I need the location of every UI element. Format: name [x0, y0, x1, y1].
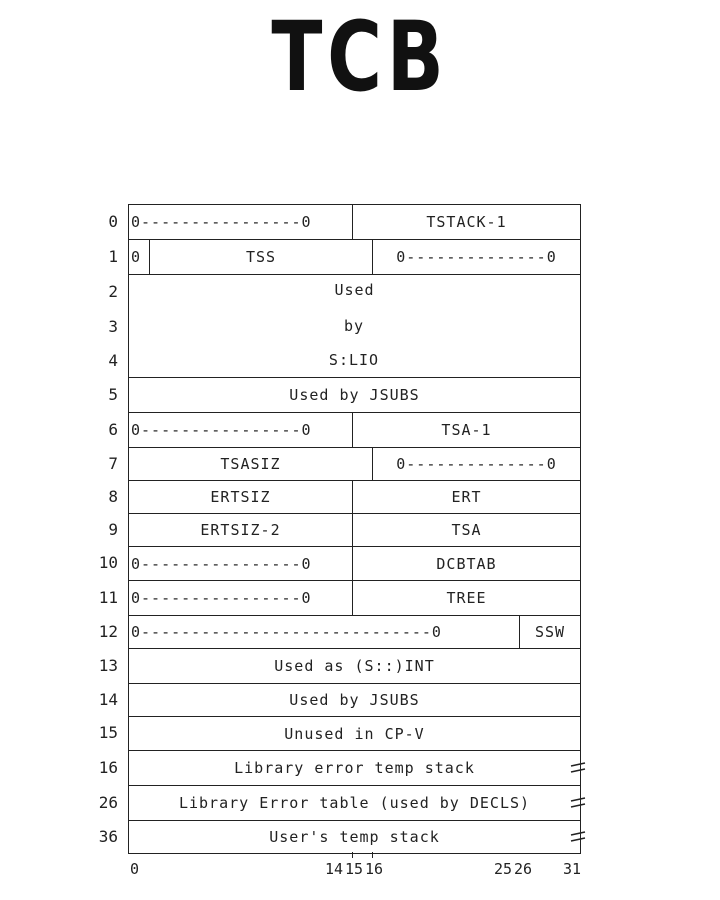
tcb-field: Library Error table (used by DECLS) — [128, 785, 581, 821]
bit-position-label: 31 — [563, 860, 582, 878]
row-number: 0 — [108, 211, 118, 231]
row-number: 3 — [108, 316, 118, 336]
row-number: 36 — [98, 826, 118, 846]
tcb-field: 0 — [128, 239, 150, 275]
tcb-field: Used by JSUBS — [128, 377, 581, 413]
bit-position-label: 16 — [365, 860, 384, 878]
row-number: 2 — [108, 281, 118, 301]
tcb-field: ERTSIZ-2 — [128, 513, 353, 547]
tcb-field: Used as (S::)INT — [128, 648, 581, 684]
bit-position-label: 14 — [325, 860, 344, 878]
tcb-field: ERT — [352, 480, 581, 514]
tcb-field: DCBTAB — [352, 546, 581, 581]
row-number: 11 — [98, 587, 118, 607]
tcb-field: User's temp stack — [128, 820, 581, 854]
tcb-field: Used by JSUBS — [128, 683, 581, 717]
row-number: 9 — [108, 519, 118, 539]
field-label: S:LIO — [328, 350, 380, 369]
row-number: 1 — [108, 246, 118, 266]
bit-tick — [352, 852, 354, 858]
row-number: 10 — [98, 553, 118, 572]
tcb-field: TSTACK-1 — [352, 204, 581, 240]
tcb-field: TSS — [149, 239, 373, 275]
row-number: 13 — [98, 655, 118, 675]
tcb-field: 0--------------0 — [372, 239, 581, 275]
bit-position-label: 0 — [130, 860, 140, 878]
tcb-field: 0--------------0 — [372, 447, 581, 481]
bit-position-label: 15 — [345, 860, 364, 878]
row-number: 4 — [108, 350, 118, 370]
tcb-field: TSA — [352, 513, 581, 547]
row-number: 26 — [98, 792, 118, 812]
tcb-field: 0----------------0 — [128, 580, 353, 616]
break-marker-icon — [570, 830, 586, 842]
row-number: 6 — [108, 419, 118, 439]
tcb-field: 0-----------------------------0 — [128, 615, 520, 649]
row-number: 16 — [98, 757, 118, 777]
tcb-field: TSASIZ — [128, 447, 373, 481]
field-label: by — [343, 316, 365, 335]
tcb-field: 0----------------0 — [128, 204, 353, 240]
tcb-field: Unused in CP-V — [128, 716, 581, 751]
tcb-field: ERTSIZ — [128, 480, 353, 514]
tcb-field: Library error temp stack — [128, 750, 581, 786]
row-number: 12 — [98, 621, 118, 641]
page-title: TCB — [271, 1, 449, 113]
bit-position-label: 26 — [514, 860, 533, 878]
bit-tick — [372, 852, 374, 858]
break-marker-icon — [570, 796, 586, 808]
tcb-field: 0----------------0 — [128, 412, 353, 448]
row-number: 14 — [98, 689, 118, 709]
bit-position-label: 25 — [494, 860, 513, 878]
row-number: 8 — [108, 486, 118, 506]
tcb-field: SSW — [519, 615, 581, 649]
tcb-field: TREE — [352, 580, 581, 616]
tcb-field: 0----------------0 — [128, 546, 353, 581]
tcb-field: TSA-1 — [352, 412, 581, 448]
row-number: 7 — [108, 453, 118, 473]
row-number: 15 — [98, 723, 118, 742]
tcb-field: Used — [128, 274, 581, 378]
row-number: 5 — [108, 384, 118, 404]
break-marker-icon — [570, 761, 586, 773]
